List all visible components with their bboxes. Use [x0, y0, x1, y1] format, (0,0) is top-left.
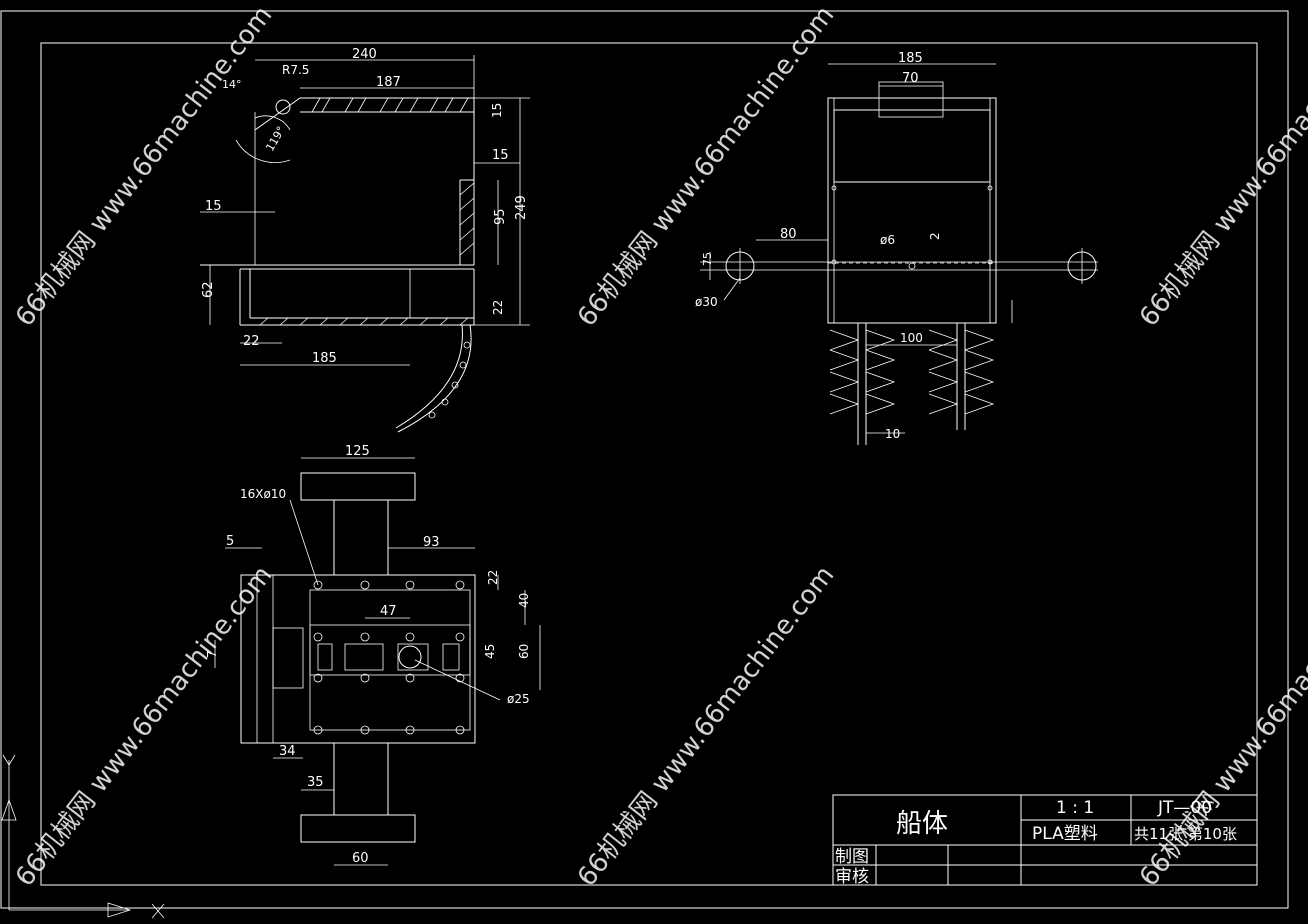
watermark-1: 66机械网 www.66machine.com: [10, 0, 278, 332]
plan-view-dimensions: 125 16Xø10 5 93 22 40 47 7 45 60 ø25 34 …: [205, 444, 531, 866]
dim-22-plan: 22: [486, 570, 500, 585]
dim-249: 249: [514, 195, 529, 220]
dim-187: 187: [376, 75, 401, 90]
dim-62: 62: [201, 281, 216, 298]
dim-phi25: ø25: [507, 692, 530, 706]
dim-5: 5: [226, 534, 234, 549]
dim-16x-phi10: 16Xø10: [240, 487, 286, 501]
dim-40: 40: [517, 593, 531, 608]
row-drawn-label: 制图: [835, 847, 869, 867]
front-view: [700, 63, 1098, 445]
dim-34: 34: [279, 744, 296, 759]
row-checked-label: 审核: [835, 867, 869, 887]
part-name: 船体: [896, 809, 948, 839]
scale: 1 : 1: [1056, 798, 1094, 818]
dim-95: 95: [493, 208, 508, 225]
drawing-number: JT—00: [1157, 798, 1212, 818]
dim-2: 2: [928, 232, 942, 240]
dim-240: 240: [352, 47, 377, 62]
dim-22-bottom: 22: [243, 334, 260, 349]
dim-125: 125: [345, 444, 370, 459]
dim-60-bottom: 60: [352, 851, 369, 866]
dim-7: 7: [205, 650, 219, 658]
dim-7-5: 75: [701, 252, 714, 266]
dim-phi30: ø30: [695, 295, 718, 309]
sheet-info: 共11张 第10张: [1134, 825, 1237, 843]
dim-93: 93: [423, 535, 440, 550]
dim-70: 70: [902, 71, 919, 86]
side-section-view: [200, 55, 530, 433]
title-block: [832, 794, 1258, 886]
watermarks: 66机械网 www.66machine.com 66机械网 www.66mach…: [10, 0, 1308, 892]
dim-35: 35: [307, 775, 324, 790]
dim-60-plan: 60: [517, 644, 531, 659]
plan-view: [214, 457, 541, 866]
ucs-icon: [1, 754, 165, 919]
material: PLA塑料: [1032, 824, 1098, 844]
watermark-3: 66机械网 www.66machine.com: [1134, 0, 1308, 332]
dim-10: 10: [885, 427, 900, 441]
sheet-drawing-frame: [40, 42, 1258, 886]
dim-r7-5: R7.5: [282, 63, 309, 77]
watermark-5: 66机械网 www.66machine.com: [572, 560, 840, 892]
dim-22-right: 22: [491, 300, 505, 315]
dim-angle-14: 14°: [222, 78, 242, 91]
dim-80: 80: [780, 227, 797, 242]
watermark-2: 66机械网 www.66machine.com: [572, 0, 840, 332]
dim-15-wall: 15: [492, 148, 509, 163]
sheet-outer-border: [0, 10, 1289, 909]
dim-15-top: 15: [490, 103, 504, 118]
dim-100: 100: [900, 331, 923, 345]
watermark-4: 66机械网 www.66machine.com: [10, 560, 278, 892]
dim-47: 47: [380, 604, 397, 619]
dim-45: 45: [483, 644, 497, 659]
dim-185-side: 185: [312, 351, 337, 366]
dim-angle-119: 119°: [263, 124, 288, 153]
dim-15-left: 15: [205, 199, 222, 214]
dim-phi6: ø6: [880, 233, 895, 247]
dim-185-front: 185: [898, 51, 923, 66]
front-view-dimensions: 185 70 80 ø6 2 75 ø30 100 10: [695, 51, 942, 441]
